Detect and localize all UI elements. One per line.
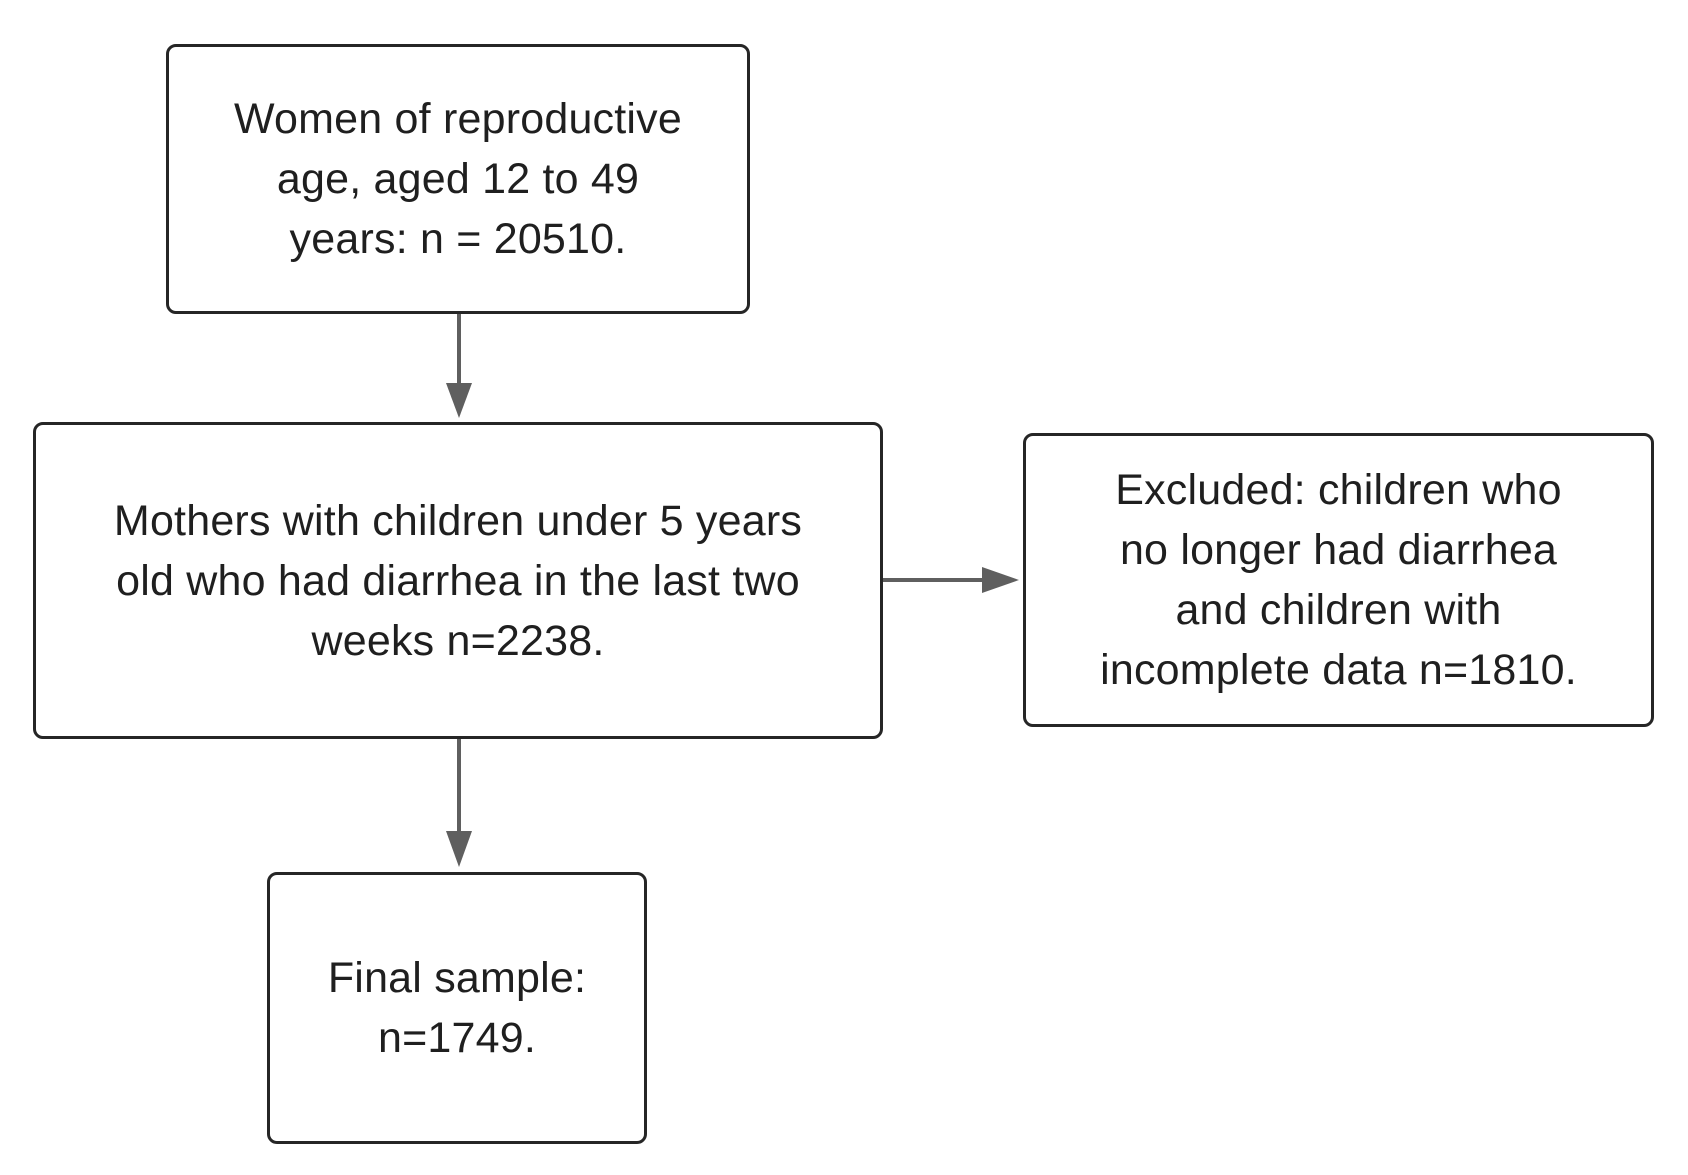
final-sample-text: Final sample: n=1749. (327, 954, 587, 1062)
final-sample-box: Final sample: n=1749. (267, 872, 647, 1144)
excluded-box: Excluded: children who no longer had dia… (1023, 433, 1654, 727)
excluded-text: Excluded: children who no longer had dia… (1100, 466, 1577, 694)
arrow-mothers-to-excluded (883, 567, 1019, 593)
women-reproductive-age-text: Women of reproductive age, aged 12 to 49… (234, 95, 682, 263)
mothers-diarrhea-text: Mothers with children under 5 years old … (113, 496, 803, 665)
arrow-women-to-mothers (446, 314, 472, 418)
women-reproductive-age-box: Women of reproductive age, aged 12 to 49… (166, 44, 750, 314)
mothers-diarrhea-box: Mothers with children under 5 years old … (33, 422, 883, 739)
arrow-mothers-to-final (446, 739, 472, 867)
